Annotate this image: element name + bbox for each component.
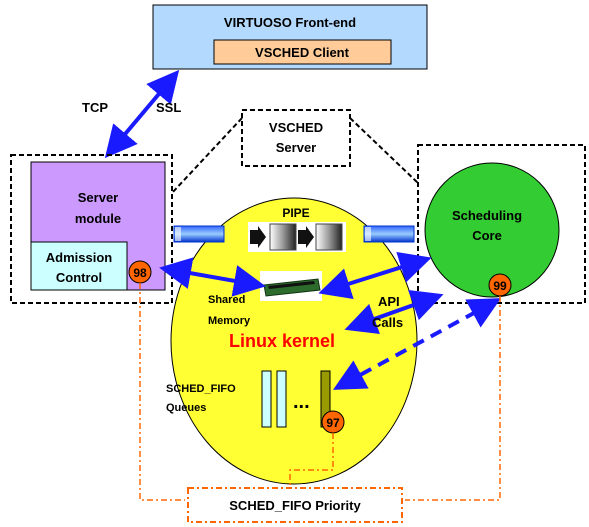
tcp-ssl-link-arrow — [104, 69, 180, 159]
pipe-tube-right-cap — [365, 227, 371, 241]
priority-98-label: 98 — [133, 266, 147, 280]
frontend-title: VIRTUOSO Front-end — [224, 15, 356, 30]
scheduling-core-line1: Scheduling — [452, 208, 522, 223]
core-queue-dashed-arrow — [332, 298, 502, 390]
pipe-segment-1 — [269, 223, 297, 251]
pipe-group: PIPE — [173, 206, 415, 252]
connector-core — [405, 296, 501, 501]
api-calls-line1: API — [378, 294, 400, 309]
server-module-line2: module — [75, 211, 121, 226]
priority-99-label: 99 — [493, 279, 507, 293]
queue-bar-1 — [261, 370, 272, 428]
sched-fifo-queues-line1: SCHED_FIFO — [166, 383, 236, 395]
api-calls-line2: Calls — [372, 315, 403, 330]
scheduling-core-dashed-box — [417, 144, 586, 304]
admission-control-line1: Admission — [46, 250, 113, 265]
shared-memory-line1: Shared — [208, 294, 245, 306]
pipe-tube-right — [363, 225, 415, 243]
server-module-line1: Server — [78, 190, 118, 205]
priority-97-label: 97 — [326, 416, 340, 430]
dashed-connector-right — [349, 117, 419, 184]
vsched-server-box — [241, 109, 351, 167]
admission-control-box — [30, 241, 128, 291]
pipe-arrow-2 — [298, 226, 314, 248]
pipe-arrow-1 — [250, 226, 266, 248]
sched-fifo-priority-label: SCHED_FIFO Priority — [229, 498, 361, 513]
tcp-label: TCP — [82, 100, 108, 115]
queue-bar-2 — [276, 370, 287, 428]
dashed-connector-left — [171, 117, 243, 194]
admission-memory-arrow — [159, 257, 266, 297]
queue-ellipsis: ... — [293, 391, 310, 413]
scheduling-core-line2: Core — [472, 228, 502, 243]
virtuoso-frontend: VIRTUOSO Front-end VSCHED Client — [152, 4, 428, 70]
memory-core-arrow — [318, 251, 432, 300]
vsched-server-line2: Server — [276, 140, 316, 155]
sched-fifo-priority-box — [187, 487, 403, 523]
pipe-segment-2 — [315, 223, 343, 251]
pipe-tube-left-cap — [175, 227, 181, 241]
vsched-server-line1: VSCHED — [269, 120, 323, 135]
memory-module-chips — [268, 281, 315, 289]
connector-queue — [289, 433, 334, 488]
admission-control-line2: Control — [56, 270, 102, 285]
linux-kernel-label: Linux kernel — [229, 331, 335, 351]
vsched-client-box — [213, 39, 392, 65]
shared-memory-chip — [260, 271, 322, 301]
ssl-label: SSL — [156, 100, 181, 115]
shared-memory-line2: Memory — [208, 315, 251, 327]
vsched-client-label: VSCHED Client — [255, 45, 350, 60]
server-module-dashed-box — [10, 154, 173, 304]
pipe-tube-left — [173, 225, 225, 243]
scheduling-core-circle — [424, 162, 560, 298]
sched-fifo-queues-line2: Queues — [166, 402, 206, 414]
connector-admission — [139, 283, 185, 501]
pipe-label: PIPE — [282, 206, 309, 220]
priority-connectors — [139, 283, 501, 501]
